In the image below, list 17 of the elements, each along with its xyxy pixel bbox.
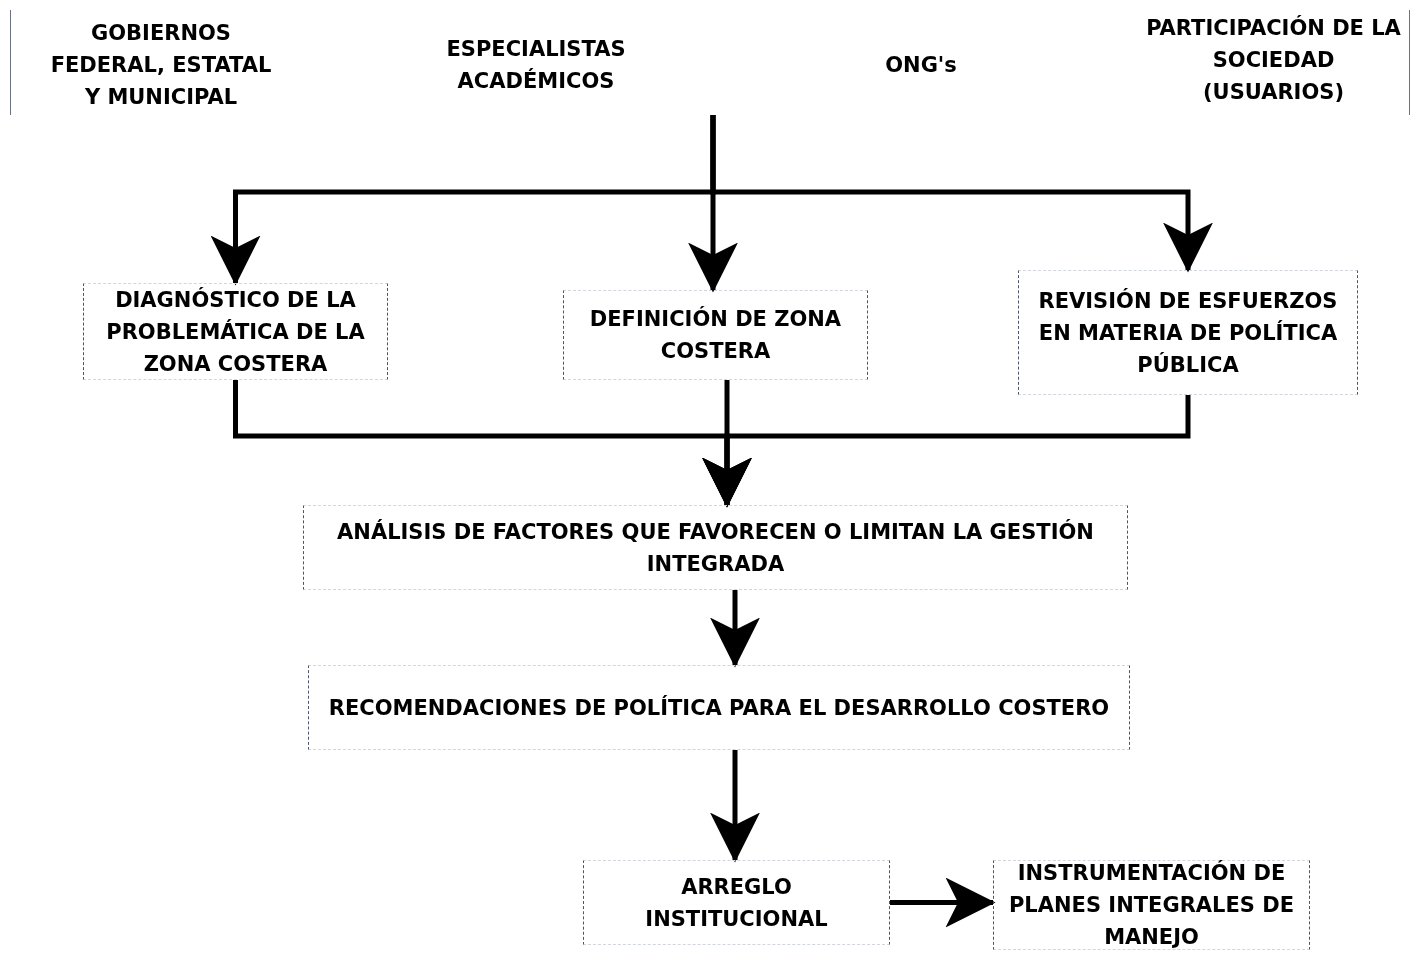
stakeholder-panel [10,10,1410,115]
process-box: INSTRUMENTACIÓN DE PLANES INTEGRALES DE MANEJO [993,860,1310,950]
stakeholder-label: ESPECIALISTAS ACADÉMICOS [421,30,651,100]
process-box: DIAGNÓSTICO DE LA PROBLEMÁTICA DE LA ZONA COSTERA [83,283,388,380]
process-box: ARREGLO INSTITUCIONAL [583,860,890,945]
process-box: DEFINICIÓN DE ZONA COSTERA [563,290,868,380]
arrow [710,115,1213,273]
process-box: REVISIÓN DE ESFUERZOS EN MATERIA DE POLÍTICA PÚBLICA [1018,270,1358,395]
stakeholder-label: ONG's [841,45,1001,85]
arrow [710,750,760,863]
process-box: RECOMENDACIONES DE POLÍTICA PARA EL DESARROLLO COSTERO [308,665,1130,750]
arrow [890,877,996,928]
process-box: ANÁLISIS DE FACTORES QUE FAVORECEN O LIMITAN LA GESTIÓN INTEGRADA [303,505,1128,590]
arrow [702,395,1191,508]
stakeholder-label: PARTICIPACIÓN DE LA SOCIEDAD (USUARIOS) [1136,10,1411,110]
stakeholder-label: GOBIERNOS FEDERAL, ESTATAL Y MUNICIPAL [36,20,286,110]
arrow [710,590,760,668]
